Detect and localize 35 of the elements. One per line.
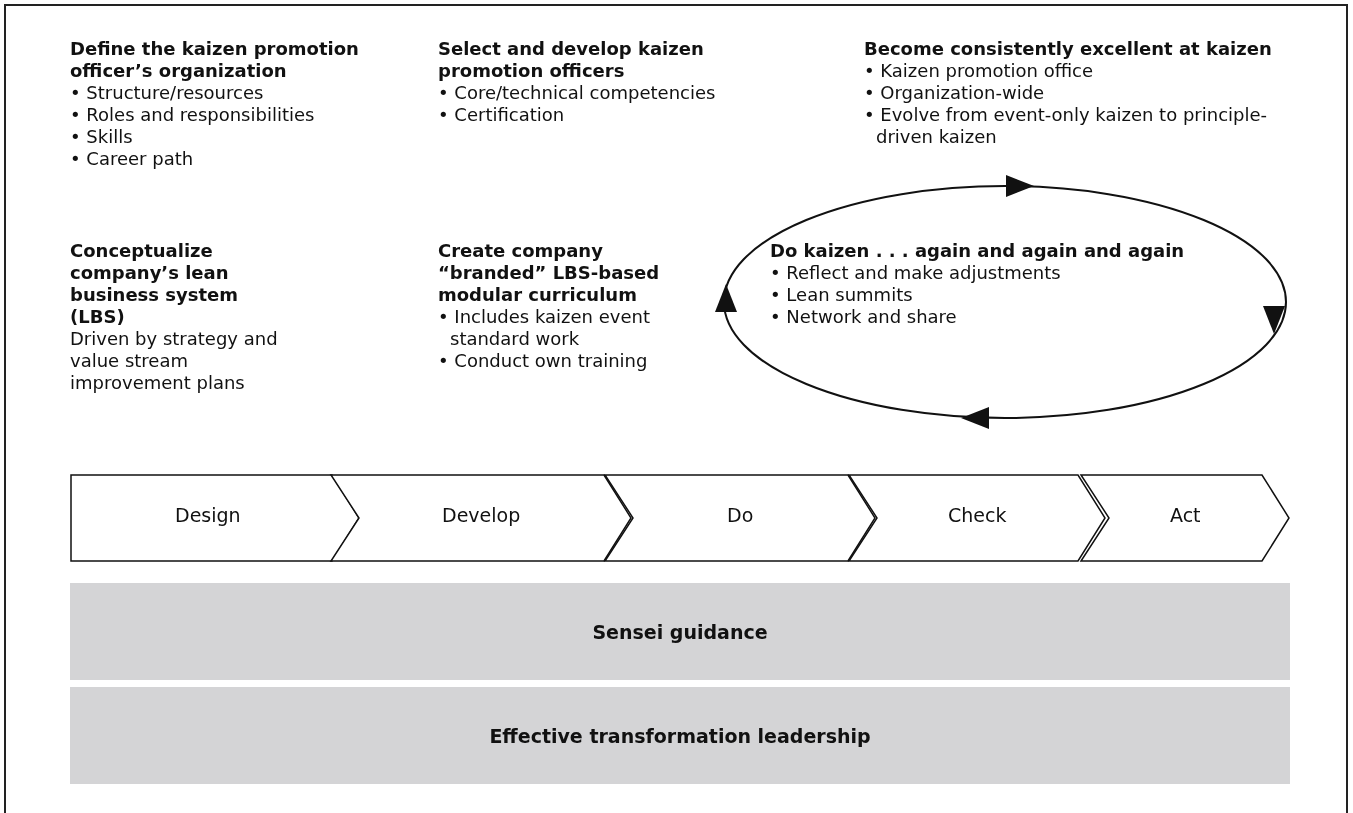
bullet-item: • Lean summits (770, 284, 914, 306)
heading-text: Define the kaizen promotion officer’s organization (70, 38, 360, 82)
bar-label: Sensei guidance (592, 620, 768, 643)
bullet-item: • Conduct own training (438, 350, 649, 372)
bullet-item: • Includes kaizen event standard work (438, 306, 652, 350)
chevron-label: Develop (442, 504, 521, 526)
chevron-shape (1080, 474, 1290, 562)
bullet-item: • Career path (70, 148, 195, 170)
bullet-item: • Network and share (770, 306, 958, 328)
heading-text: Conceptualize company’s lean business system (LBS) (70, 240, 240, 328)
bullet-item: • Certification (438, 104, 566, 126)
bullet-item: • Organization-wide (864, 82, 1046, 104)
bullet-item: • Reflect and make adjustments (770, 262, 1062, 284)
chevron-shape (848, 474, 1106, 562)
heading-text: Become consistently excellent at kaizen (864, 38, 1273, 60)
chevron-label: Check (948, 504, 1007, 526)
chevron-shape (604, 474, 876, 562)
chevron-label: Design (175, 504, 241, 526)
chevron-label: Do (727, 504, 754, 526)
bullet-item: • Structure/resources (70, 82, 265, 104)
bullet-item: • Kaizen promotion office (864, 60, 1095, 82)
bullet-item: • Skills (70, 126, 134, 148)
body-text: Driven by strategy and value stream improvement plans (70, 328, 279, 394)
foundation-bar (70, 687, 1290, 784)
chevron-shape (70, 474, 360, 562)
bullet-item: • Core/technical competencies (438, 82, 717, 104)
heading-text: Create company “branded” LBS-based modular curriculum (438, 240, 661, 306)
chevron-label: Act (1170, 504, 1201, 526)
heading-text: Select and develop kaizen promotion officers (438, 38, 705, 82)
bullet-item: • Roles and responsibilities (70, 104, 316, 126)
bullet-item: • Evolve from event-only kaizen to principle-driven kaizen (864, 104, 1269, 148)
heading-text: Do kaizen . . . again and again and again (770, 240, 1186, 262)
foundation-bar (70, 583, 1290, 680)
chevron-shape (330, 474, 632, 562)
bar-label: Effective transformation leadership (489, 724, 871, 747)
